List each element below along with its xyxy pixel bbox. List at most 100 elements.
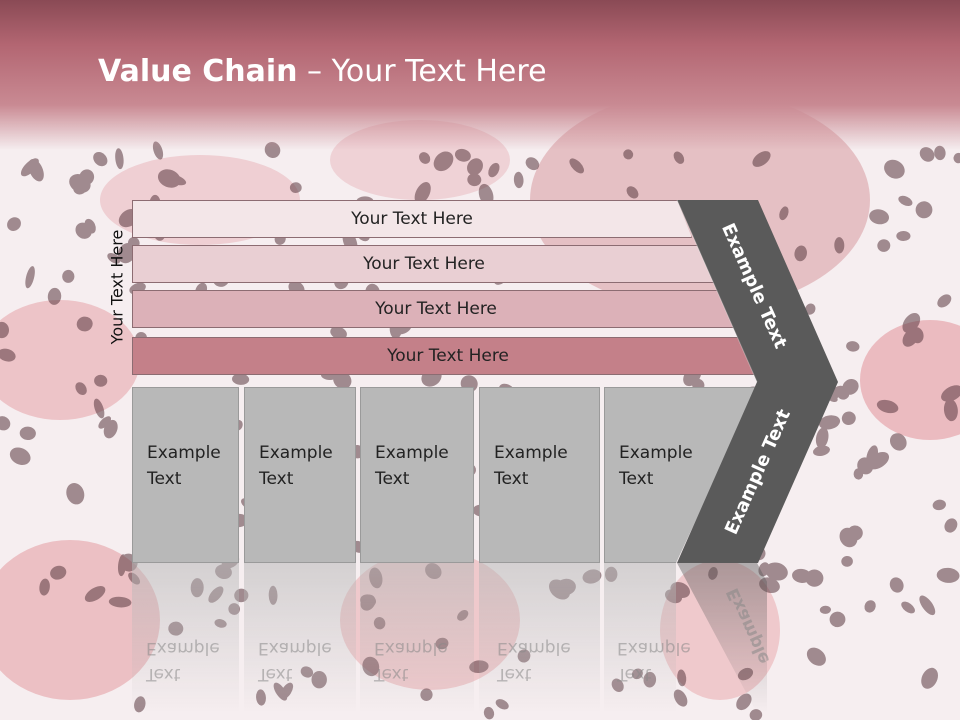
reflect-1-line1: Example — [146, 638, 220, 658]
bean-decoration — [866, 445, 879, 467]
bean-decoration — [737, 667, 754, 681]
bean-decoration — [330, 326, 347, 340]
cell-3-line1: Example — [375, 443, 449, 463]
bean-decoration — [94, 374, 108, 387]
bean-decoration — [76, 316, 93, 332]
bean-decoration — [736, 693, 752, 711]
row-3: Your Text Here — [132, 290, 740, 328]
cell-4-line1: Example — [494, 443, 568, 463]
bean-decoration — [794, 245, 807, 262]
bean-decoration — [841, 555, 853, 567]
row-2: Your Text Here — [132, 245, 716, 283]
bean-decoration — [877, 239, 891, 252]
bean-decoration — [569, 158, 584, 174]
bean-decoration — [626, 186, 639, 199]
bean-decoration — [915, 201, 933, 219]
slide-title: Value Chain – Your Text Here — [98, 54, 547, 89]
bean-decoration — [943, 399, 958, 422]
bean-decoration — [792, 568, 812, 583]
bean-decoration — [19, 426, 36, 441]
bean-decoration — [937, 294, 952, 308]
bean-decoration — [841, 411, 856, 426]
bean-decoration — [75, 382, 87, 395]
bean-decoration — [902, 328, 919, 347]
bean-decoration — [779, 206, 789, 221]
bean-decoration — [164, 173, 187, 186]
bean-decoration — [921, 667, 938, 689]
title-bold: Value Chain — [98, 54, 298, 89]
reflect-5-line2: Text — [617, 664, 652, 684]
bean-decoration — [488, 162, 500, 178]
bean-decoration — [919, 595, 936, 616]
bean-decoration — [765, 562, 788, 581]
bean-decoration — [941, 385, 960, 402]
bean-decoration — [28, 159, 44, 182]
bean-decoration — [677, 669, 687, 687]
bean-decoration — [0, 321, 10, 339]
bean-decoration — [944, 518, 958, 533]
bean-decoration — [50, 565, 67, 580]
bean-decoration — [902, 312, 921, 334]
bean-decoration — [98, 416, 112, 429]
bean-decoration — [0, 348, 16, 362]
bean-decoration — [864, 600, 876, 613]
bean-decoration — [869, 209, 890, 225]
bean-decoration — [414, 182, 431, 204]
bean-decoration — [673, 151, 685, 164]
reflect-3-line1: Example — [374, 638, 448, 658]
bean-decoration — [232, 373, 250, 385]
cell-2-line2: Text — [259, 469, 294, 489]
bean-decoration — [39, 578, 50, 596]
bean-decoration — [69, 174, 91, 193]
bean-decoration — [818, 415, 841, 430]
bean-decoration — [7, 217, 21, 231]
row-4: Your Text Here — [132, 337, 764, 375]
bean-decoration — [47, 287, 62, 305]
bean-decoration — [889, 433, 907, 451]
bean-decoration — [525, 157, 540, 171]
bean-decoration — [884, 159, 905, 179]
bean-decoration — [289, 182, 302, 194]
bean-decoration — [932, 499, 946, 511]
bean-decoration — [758, 562, 770, 577]
cell-2-line1: Example — [259, 443, 333, 463]
bean-decoration — [433, 151, 454, 172]
bean-decoration — [813, 445, 830, 457]
bean-decoration — [805, 303, 816, 315]
bean-decoration — [834, 237, 845, 254]
cell-1-line1: Example — [147, 443, 221, 463]
title-bar — [0, 0, 960, 150]
title-rest: – Your Text Here — [297, 54, 547, 89]
bean-decoration — [759, 577, 780, 594]
bean-decoration — [819, 605, 831, 614]
bean-decoration — [418, 152, 431, 164]
cell-1-line2: Text — [147, 469, 182, 489]
row-1: Your Text Here — [132, 200, 692, 238]
bean-decoration — [93, 398, 105, 419]
reflection-text-1: Text Example — [146, 635, 220, 687]
bean-decoration — [708, 566, 718, 580]
cell-3-line2: Text — [375, 469, 410, 489]
bean-decoration — [467, 173, 482, 187]
bean-decoration — [84, 586, 106, 602]
bean-decoration — [454, 148, 471, 162]
bean-decoration — [846, 341, 860, 352]
bean-decoration — [876, 399, 899, 414]
bean-decoration — [108, 596, 132, 608]
cell-5-line1: Example — [619, 443, 693, 463]
bean-decoration — [749, 709, 763, 720]
bean-decoration — [25, 266, 35, 289]
reflect-2-line1: Example — [258, 638, 332, 658]
bean-decoration — [839, 527, 858, 548]
reflect-1-line2: Text — [146, 664, 181, 684]
